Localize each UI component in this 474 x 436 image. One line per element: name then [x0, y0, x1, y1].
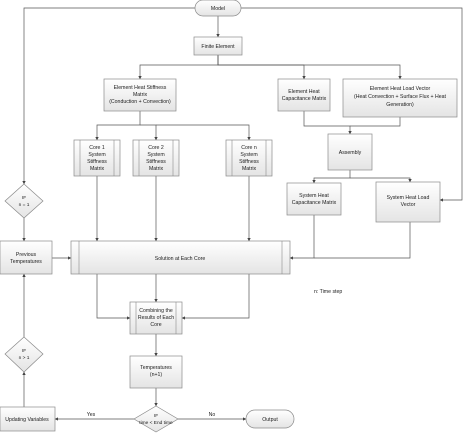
coren-line4: Matrix: [242, 166, 257, 172]
if-n-greater-1-node: IF n > 1: [4, 336, 44, 373]
connectors: [22, 7, 463, 421]
edge-stiffness-coren: [156, 124, 251, 141]
temperatures-line2: (n+1): [150, 372, 163, 378]
if-n-equals-1-line2: n = 1: [19, 202, 30, 208]
core1-line2: System: [88, 152, 105, 158]
solution-label: Solution at Each Core: [155, 256, 206, 262]
core2-node: Core 2 System Stiffness Matrix: [132, 139, 180, 177]
load-vector-line3: Generation): [386, 102, 414, 108]
solution-node: Solution at Each Core: [70, 240, 291, 275]
temperatures-line1: Temperatures: [140, 365, 172, 371]
edge-finite-capacitance: [217, 55, 306, 80]
edge-load-assembly: [350, 117, 401, 127]
sys-capacitance-node: System Heat Capacitance Matrix: [286, 182, 342, 216]
sys-load-line1: System Heat Load: [387, 195, 430, 201]
if-n-equals-1-line1: IF: [22, 195, 26, 201]
edge-solution-combining-right: [181, 274, 250, 320]
model-node: Model: [194, 0, 242, 17]
edge-solution-combining-left: [96, 274, 131, 320]
previous-temperatures-line1: Previous: [16, 252, 37, 258]
previous-temperatures-line2: Temperatures: [10, 259, 42, 265]
core1-line1: Core 1: [89, 145, 105, 151]
core1-line3: Stiffness: [87, 159, 107, 165]
capacitance-matrix-line1: Element Heat: [288, 89, 320, 95]
combining-line2: Results of Each: [138, 315, 174, 321]
previous-temperatures-node: Previous Temperatures: [0, 240, 53, 275]
yes-label: Yes: [87, 412, 96, 418]
sys-capacitance-line2: Capacitance Matrix: [292, 200, 337, 206]
sys-load-line2: Vector: [401, 202, 416, 208]
load-vector-line2: (Heat Convection + Surface Flux + Heat: [354, 94, 447, 100]
edge-finite-stiffness: [138, 55, 219, 80]
edge-stiffness-cores: [95, 111, 141, 141]
stiffness-matrix-line2: Matrix: [133, 92, 148, 98]
load-vector-line1: Element Heat Load Vector: [370, 86, 431, 92]
core2-line1: Core 2: [148, 145, 164, 151]
edge-finite-load: [217, 55, 402, 80]
updating-variables-label: Updating Variables: [5, 417, 49, 423]
edge-model-sysload: [241, 7, 463, 202]
coren-line1: Core n: [241, 145, 257, 151]
combining-line1: Combining the: [139, 308, 173, 314]
edge-assembly-syscap: [312, 170, 351, 184]
output-node: Output: [245, 409, 295, 429]
if-n-equals-1-node: IF n = 1: [4, 183, 44, 219]
if-time-line2: time < End time: [139, 420, 173, 426]
combining-node: Combining the Results of Each Core: [129, 301, 183, 335]
coren-node: Core n System Stiffness Matrix: [225, 139, 273, 177]
stiffness-matrix-line3: (Conduction + Convection): [109, 99, 171, 105]
combining-line3: Core: [150, 322, 161, 328]
time-step-note: n: Time step: [314, 289, 342, 295]
coren-line3: Stiffness: [239, 159, 259, 165]
if-time-line1: IF: [154, 413, 158, 419]
assembly-node: Assembly: [327, 133, 373, 171]
model-label: Model: [211, 6, 225, 12]
core2-line3: Stiffness: [146, 159, 166, 165]
finite-element-label: Finite Element: [201, 44, 235, 50]
edge-syscap-solution: [289, 215, 315, 260]
edge-model-ifn1: [22, 7, 195, 185]
assembly-label: Assembly: [339, 150, 362, 156]
sys-load-node: System Heat Load Vector: [375, 181, 441, 223]
sys-capacitance-line1: System Heat: [299, 193, 329, 199]
temperatures-node: Temperatures (n+1): [129, 355, 183, 389]
load-vector-node: Element Heat Load Vector (Heat Convectio…: [342, 78, 458, 118]
core2-line4: Matrix: [149, 166, 164, 172]
output-label: Output: [262, 417, 278, 423]
coren-line2: System: [240, 152, 257, 158]
edge-stiffness-core2: [140, 124, 158, 141]
core1-node: Core 1 System Stiffness Matrix: [73, 139, 121, 177]
edge-assembly-sysload: [350, 177, 412, 183]
no-label: No: [209, 412, 216, 418]
capacitance-matrix-line2: Capacitance Matrix: [282, 96, 327, 102]
edge-sysload-solution: [314, 222, 411, 259]
if-n-greater-1-line2: n > 1: [19, 355, 30, 361]
stiffness-matrix-line1: Element Heat Stiffness: [114, 85, 167, 91]
capacitance-matrix-node: Element Heat Capacitance Matrix: [277, 78, 331, 112]
stiffness-matrix-node: Element Heat Stiffness Matrix (Conductio…: [103, 78, 177, 112]
core2-line2: System: [147, 152, 164, 158]
finite-element-node: Finite Element: [193, 36, 243, 56]
updating-variables-node: Updating Variables: [0, 406, 56, 432]
if-n-greater-1-line1: IF: [22, 348, 26, 354]
if-time-node: IF time < End time: [133, 405, 179, 433]
edge-capacitance-assembly: [303, 111, 352, 135]
core1-line4: Matrix: [90, 166, 105, 172]
